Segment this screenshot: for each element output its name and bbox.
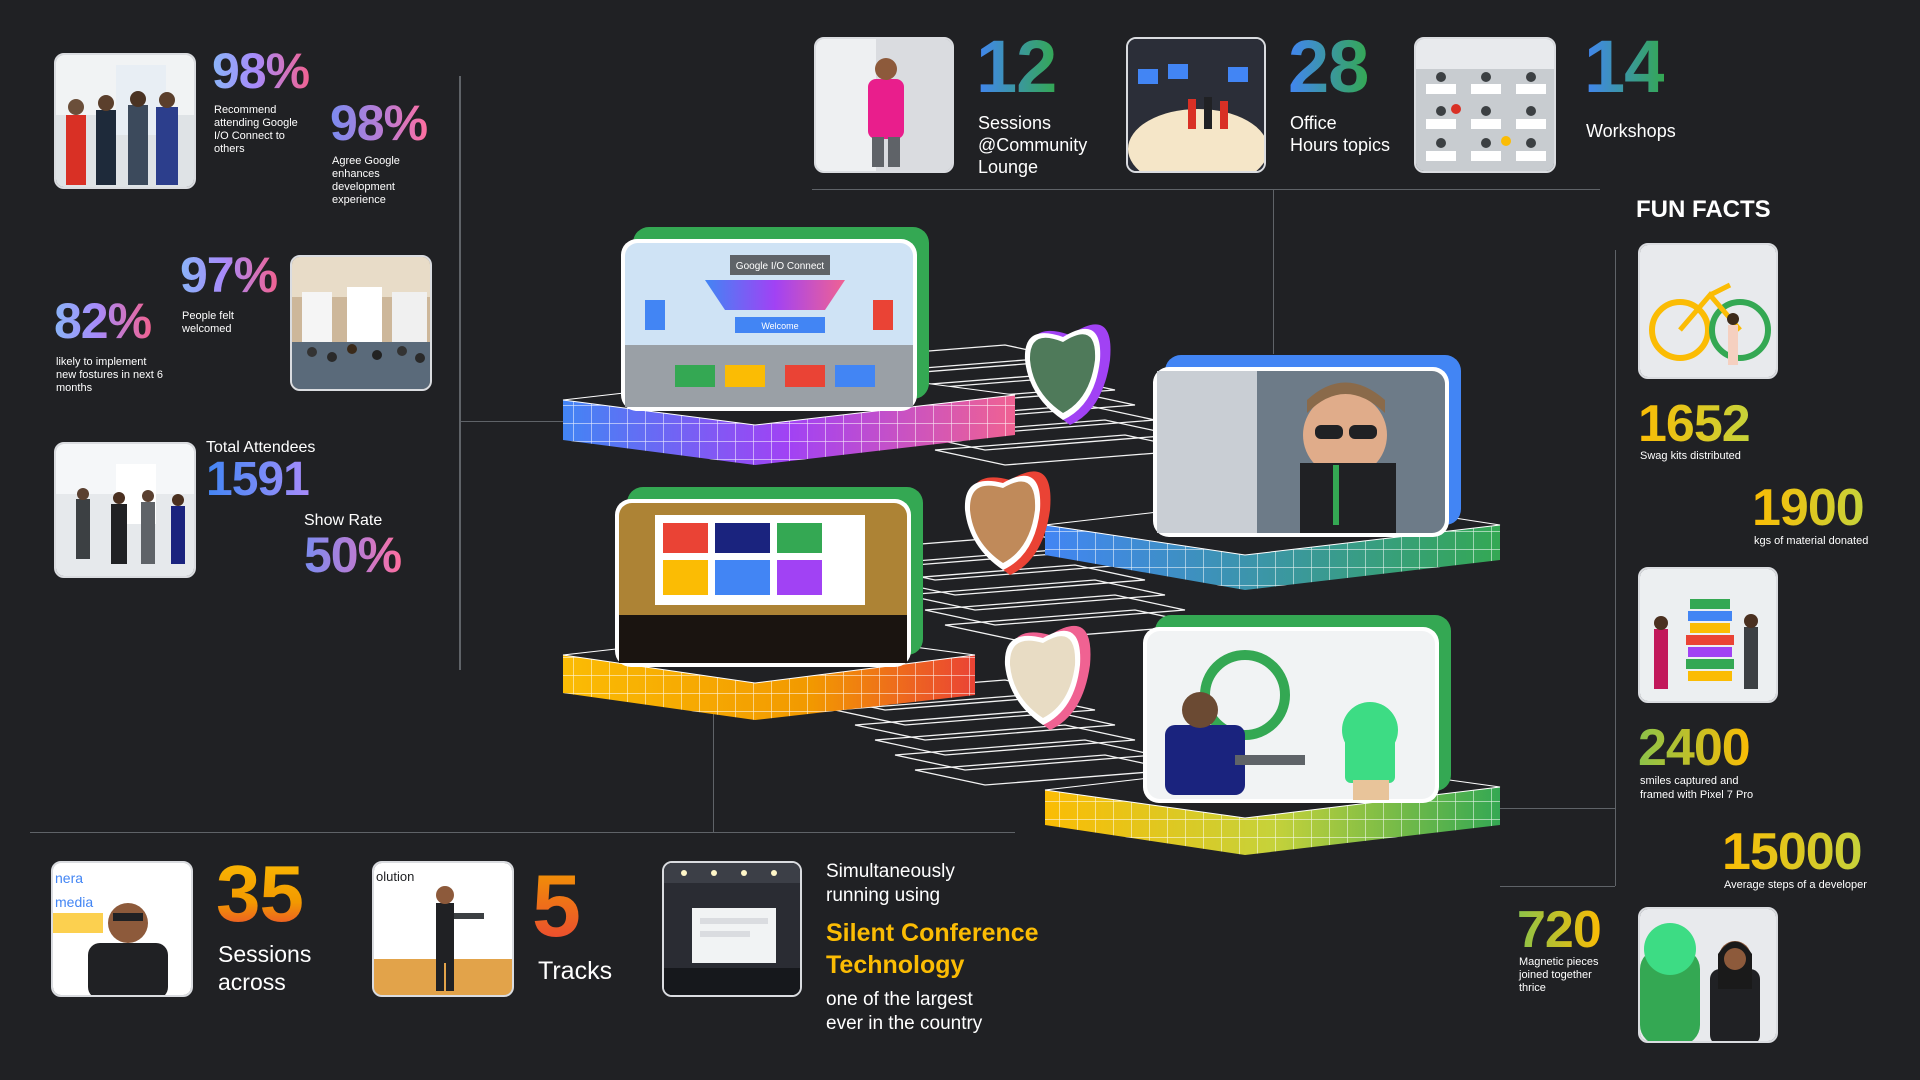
session-banner-text-2: media (55, 894, 93, 910)
material-donated-label: kgs of material donated (1754, 535, 1869, 547)
smiles-count: 2400 (1638, 719, 1751, 777)
office-hours-count: 28 (1288, 25, 1369, 108)
photo-attendees-booth (54, 53, 196, 189)
recommend-label: Recommend attending Google I/O Connect t… (214, 104, 298, 155)
divider-left-vertical (459, 76, 461, 670)
photo-android-attendee (1638, 907, 1778, 1043)
silent-line-4: ever in the country (826, 1013, 983, 1034)
divider-top-connector (1273, 189, 1274, 354)
total-sessions-count: 35 (216, 849, 304, 938)
workshops-label: Workshops (1586, 121, 1676, 141)
attendees-count: 1591 (206, 453, 310, 506)
photo-silent-conference (662, 861, 802, 997)
show-rate-label: Show Rate (304, 512, 383, 529)
divider-right-vertical (1615, 250, 1616, 886)
silent-line-1: Simultaneously (826, 861, 955, 882)
photo-community-speaker (814, 37, 954, 173)
agree-percent: 98% (330, 95, 428, 151)
attendees-label: Total Attendees (206, 439, 316, 456)
magnetic-pieces-count: 720 (1517, 901, 1602, 959)
magnetic-pieces-label-3: thrice (1519, 982, 1546, 994)
swag-kits-count: 1652 (1638, 395, 1751, 453)
tracks-label: Tracks (538, 957, 613, 985)
welcomed-percent: 97% (180, 247, 278, 303)
divider-right-bottom (1500, 886, 1615, 887)
silent-highlight-2: Technology (826, 951, 965, 979)
agree-label: Agree Google enhances development experi… (332, 155, 400, 206)
office-hours-label-1: Office (1290, 113, 1337, 133)
steps-count: 15000 (1722, 823, 1863, 881)
community-sessions-count: 12 (976, 25, 1057, 108)
magnetic-pieces-label-2: joined together (1519, 969, 1592, 981)
photo-session-speaker: nera media (51, 861, 193, 997)
welcomed-label: People felt welcomed (182, 310, 234, 335)
divider-bottom-horizontal (30, 832, 1015, 833)
silent-line-2: running using (826, 885, 941, 906)
smiles-label-2: framed with Pixel 7 Pro (1640, 789, 1754, 801)
total-sessions-label-1: Sessions (218, 941, 312, 967)
divider-top-horizontal (812, 189, 1600, 190)
fun-facts-title: FUN FACTS (1636, 196, 1771, 223)
magnetic-pieces-label-1: Magnetic pieces (1519, 956, 1599, 968)
tracks-banner-text: olution (376, 869, 414, 884)
photo-walking-attendees (54, 442, 196, 578)
photo-bicycle-installation (1638, 243, 1778, 379)
event-isometric-illustration: Google I/O Connect Welcome (562, 227, 1501, 855)
stage-sign-text: Google I/O Connect (736, 261, 825, 272)
silent-line-3: one of the largest (826, 989, 973, 1010)
session-banner-text-1: nera (55, 870, 83, 886)
community-sessions-label-2: @Community (978, 135, 1088, 155)
show-rate-percent: 50% (304, 527, 402, 583)
implement-label: likely to implement new fostures in next… (56, 356, 164, 394)
divider-left-connector (459, 421, 569, 422)
total-sessions-label-2: across (218, 969, 286, 995)
welcome-banner-text: Welcome (761, 321, 798, 331)
workshops-count: 14 (1584, 25, 1665, 108)
community-sessions-label-1: Sessions (978, 113, 1052, 133)
photo-office-hours-stage (1126, 37, 1266, 173)
recommend-percent: 98% (212, 43, 310, 99)
implement-percent: 82% (54, 293, 152, 349)
photo-block-tower (1638, 567, 1778, 703)
material-donated-count: 1900 (1752, 479, 1865, 537)
photo-expo-hall (290, 255, 432, 391)
swag-kits-label: Swag kits distributed (1640, 450, 1741, 462)
photo-workshop-room (1414, 37, 1556, 173)
office-hours-label-2: Hours topics (1290, 135, 1391, 155)
photo-tracks-stage: olution (372, 861, 514, 997)
divider-bottom-connector (713, 713, 714, 833)
silent-highlight-1: Silent Conference (826, 919, 1039, 947)
community-sessions-label-3: Lounge (978, 157, 1039, 177)
divider-right-connector (1500, 808, 1615, 809)
steps-label: Average steps of a developer (1724, 879, 1867, 891)
smiles-label-1: smiles captured and (1640, 775, 1739, 787)
tracks-count: 5 (532, 856, 581, 955)
